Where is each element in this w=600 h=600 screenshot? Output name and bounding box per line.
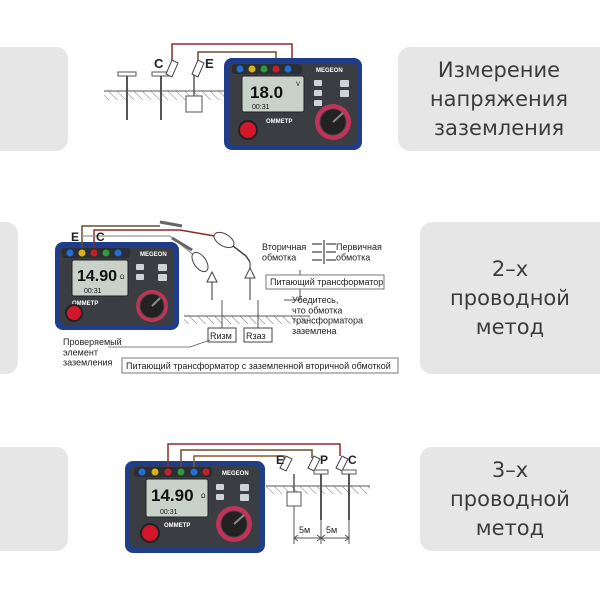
meter-2-side-buttons <box>136 264 167 281</box>
transformer-coils <box>312 243 336 261</box>
meter-2-display-unit: Ω <box>120 275 125 281</box>
clip-2a <box>206 270 218 283</box>
meter-1-model: ОММЕТР <box>266 119 292 125</box>
meter-1-display-main: 18.0 <box>250 83 283 102</box>
meter-1-side-buttons <box>314 80 349 106</box>
meter-3-display-unit: Ω <box>201 494 206 500</box>
distance-markers <box>293 506 350 544</box>
probe-label-e-3: E <box>276 453 284 467</box>
meter-3-brand: MEGEON <box>222 471 249 477</box>
probe-label-c-2: C <box>96 230 105 244</box>
ground-spike-c <box>341 469 357 520</box>
wire-p-3 <box>180 449 313 467</box>
probe-clip-e-1 <box>191 59 205 78</box>
r-ground-box <box>243 327 273 343</box>
meter-2-test-button <box>65 304 83 322</box>
probe-clip-e-3 <box>279 455 293 472</box>
section-2-title: 2–х проводной метод <box>450 256 570 339</box>
left-panel-3 <box>0 447 68 551</box>
section-3-diagram: MEGEON 14.90 Ω 00:31 ОММЕТР E P C <box>125 443 370 553</box>
section-1-title: Измерение напряжения заземления <box>429 57 569 140</box>
probe-clip-c-3 <box>335 455 349 472</box>
meter-3-display <box>145 478 209 518</box>
meter-2-display-sub: 00:31 <box>84 288 102 295</box>
probe-label-c-3: C <box>348 453 357 467</box>
meter-3: MEGEON 14.90 Ω 00:31 ОММЕТР <box>125 461 265 553</box>
grounding-element-3 <box>286 491 302 507</box>
wire-c-2 <box>93 229 227 248</box>
meter-3-display-sub: 00:31 <box>160 509 178 516</box>
supply-transformer-label: Питающий трансформатор <box>270 277 383 287</box>
wire-e-2 <box>81 225 160 248</box>
probe-label-p-3: P <box>320 453 328 467</box>
bottom-caption-box <box>121 357 399 374</box>
meter-1: MEGEON 18.0 V 00:31 ОММЕТР <box>224 58 362 150</box>
meter-1-test-button <box>238 120 258 140</box>
section-2-diagram: MEGEON 14.90 Ω 00:31 ОММЕТР E C <box>55 220 399 374</box>
meter-2-brand: MEGEON <box>140 252 167 258</box>
meter-1-display <box>241 75 305 113</box>
supply-transformer-box <box>265 274 385 290</box>
probe-label-e-2: E <box>71 230 79 244</box>
wire-c-3 <box>167 443 341 467</box>
meter-1-display-sub: 00:31 <box>252 104 270 111</box>
section-3-title-panel <box>420 447 600 551</box>
section-3-title: 3–х проводной метод <box>450 457 570 540</box>
meter-2-model: ОММЕТР <box>72 301 98 307</box>
distance-label-2: 5м <box>326 525 337 535</box>
ground-spike-p <box>313 469 329 520</box>
probe-label-e-1: E <box>205 56 214 71</box>
test-lead-1 <box>159 220 251 263</box>
ground-3 <box>266 486 370 494</box>
clip-2b <box>244 266 256 279</box>
probe-label-c-1: C <box>154 56 164 71</box>
ground-2 <box>184 316 310 324</box>
meter-2: MEGEON 14.90 Ω 00:31 ОММЕТР <box>55 242 179 330</box>
meter-3-test-button <box>140 523 160 543</box>
ground-1 <box>104 91 226 100</box>
meter-2-display-main: 14.90 <box>77 268 117 285</box>
meter-2-display <box>71 259 129 297</box>
ground-spike-1 <box>117 71 137 120</box>
section-1-title-panel <box>398 47 600 151</box>
r-meas-box <box>207 327 237 343</box>
bottom-caption: Питающий трансформатор с заземленной вто… <box>126 361 391 371</box>
probe-clip-c-1 <box>165 59 179 78</box>
grounding-element-1 <box>185 95 203 113</box>
meter-1-brand: MEGEON <box>316 68 343 74</box>
wire-c-1 <box>171 43 293 64</box>
meter-3-model: ОММЕТР <box>164 523 190 529</box>
left-panel-2 <box>0 222 18 374</box>
section-1-diagram: C E MEGEON 18.0 V 00:31 ОММЕТР <box>104 43 362 150</box>
r-ground-label: Rзаз <box>246 331 266 341</box>
r-meas-label: Rизм <box>210 331 232 341</box>
left-panel-1 <box>0 47 68 151</box>
meter-1-display-unit: V <box>296 82 300 88</box>
test-lead-2 <box>171 236 209 273</box>
distance-label-1: 5м <box>299 525 310 535</box>
probe-clip-p-3 <box>307 455 321 472</box>
section-2-title-panel <box>420 222 600 374</box>
meter-3-side-buttons <box>216 484 249 501</box>
meter-3-display-main: 14.90 <box>151 486 194 505</box>
